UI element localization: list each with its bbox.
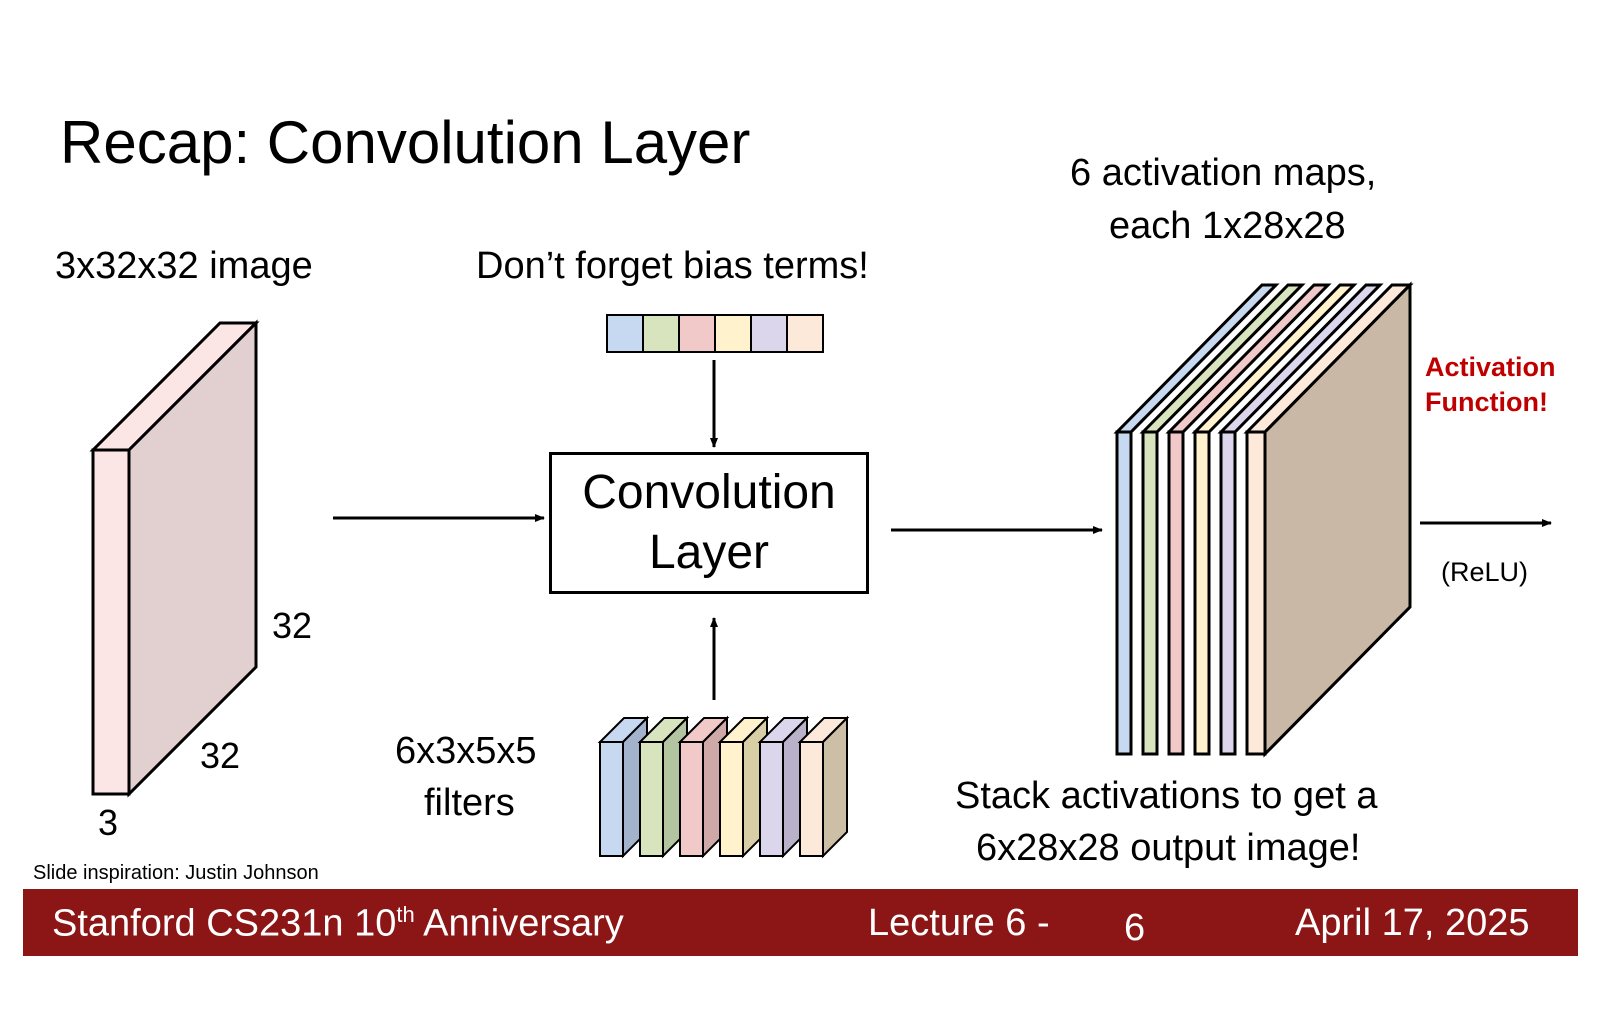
input-image-label: 3x32x32 image — [55, 245, 313, 287]
footer-course: Stanford CS231n 10th Anniversary — [52, 902, 624, 946]
bias-cell — [678, 314, 716, 353]
stack-caption-line2: 6x28x28 output image! — [976, 827, 1361, 869]
bias-cell — [642, 314, 680, 353]
activation-map — [1139, 283, 1306, 756]
bias-terms-label: Don’t forget bias terms! — [476, 245, 869, 287]
activation-map — [1165, 283, 1332, 756]
activation-maps-volume — [1113, 281, 1414, 758]
filters-label-line2: filters — [424, 782, 515, 824]
activation-function-label-line1: Activation — [1425, 352, 1556, 382]
activation-map — [1243, 281, 1414, 758]
footer-course-suffix: Anniversary — [414, 902, 624, 945]
footer-lecture: Lecture 6 - — [868, 902, 1050, 944]
activation-map — [1191, 283, 1358, 756]
bias-cell — [714, 314, 752, 353]
input-height-label: 32 — [272, 605, 313, 646]
bias-cell — [786, 314, 824, 353]
activation-maps-label-line1: 6 activation maps, — [1070, 152, 1377, 194]
footer-course-superscript: th — [396, 902, 415, 927]
conv-layer-label-line2: Layer — [648, 526, 770, 579]
footer-page-number: 6 — [1124, 907, 1146, 949]
activation-map — [1113, 283, 1280, 756]
slide-credit: Slide inspiration: Justin Johnson — [33, 862, 319, 884]
footer-date: April 17, 2025 — [1295, 902, 1530, 944]
bias-cell — [606, 314, 644, 353]
activation-maps-label-line2: each 1x28x28 — [1109, 205, 1346, 247]
input-image-volume — [89, 319, 260, 798]
input-depth-label: 3 — [98, 802, 119, 843]
footer-course-name: Stanford CS231n 10 — [52, 902, 397, 945]
footer-bar: Stanford CS231n 10th Anniversary Lecture… — [23, 889, 1578, 956]
activation-function-label-line2: Function! — [1425, 387, 1548, 417]
stack-caption-line1: Stack activations to get a — [955, 775, 1378, 817]
input-width-label: 32 — [200, 735, 241, 776]
filters-label-line1: 6x3x5x5 — [395, 730, 537, 772]
convolution-layer-box: Convolution Layer — [549, 452, 869, 594]
bias-cell — [750, 314, 788, 353]
activation-map — [1217, 283, 1384, 756]
conv-layer-label-line1: Convolution — [582, 466, 836, 519]
bias-terms-vector — [606, 314, 824, 353]
slide-title: Recap: Convolution Layer — [60, 109, 751, 176]
filter — [797, 715, 850, 859]
filters-volume — [597, 715, 850, 859]
relu-label: (ReLU) — [1441, 557, 1529, 587]
